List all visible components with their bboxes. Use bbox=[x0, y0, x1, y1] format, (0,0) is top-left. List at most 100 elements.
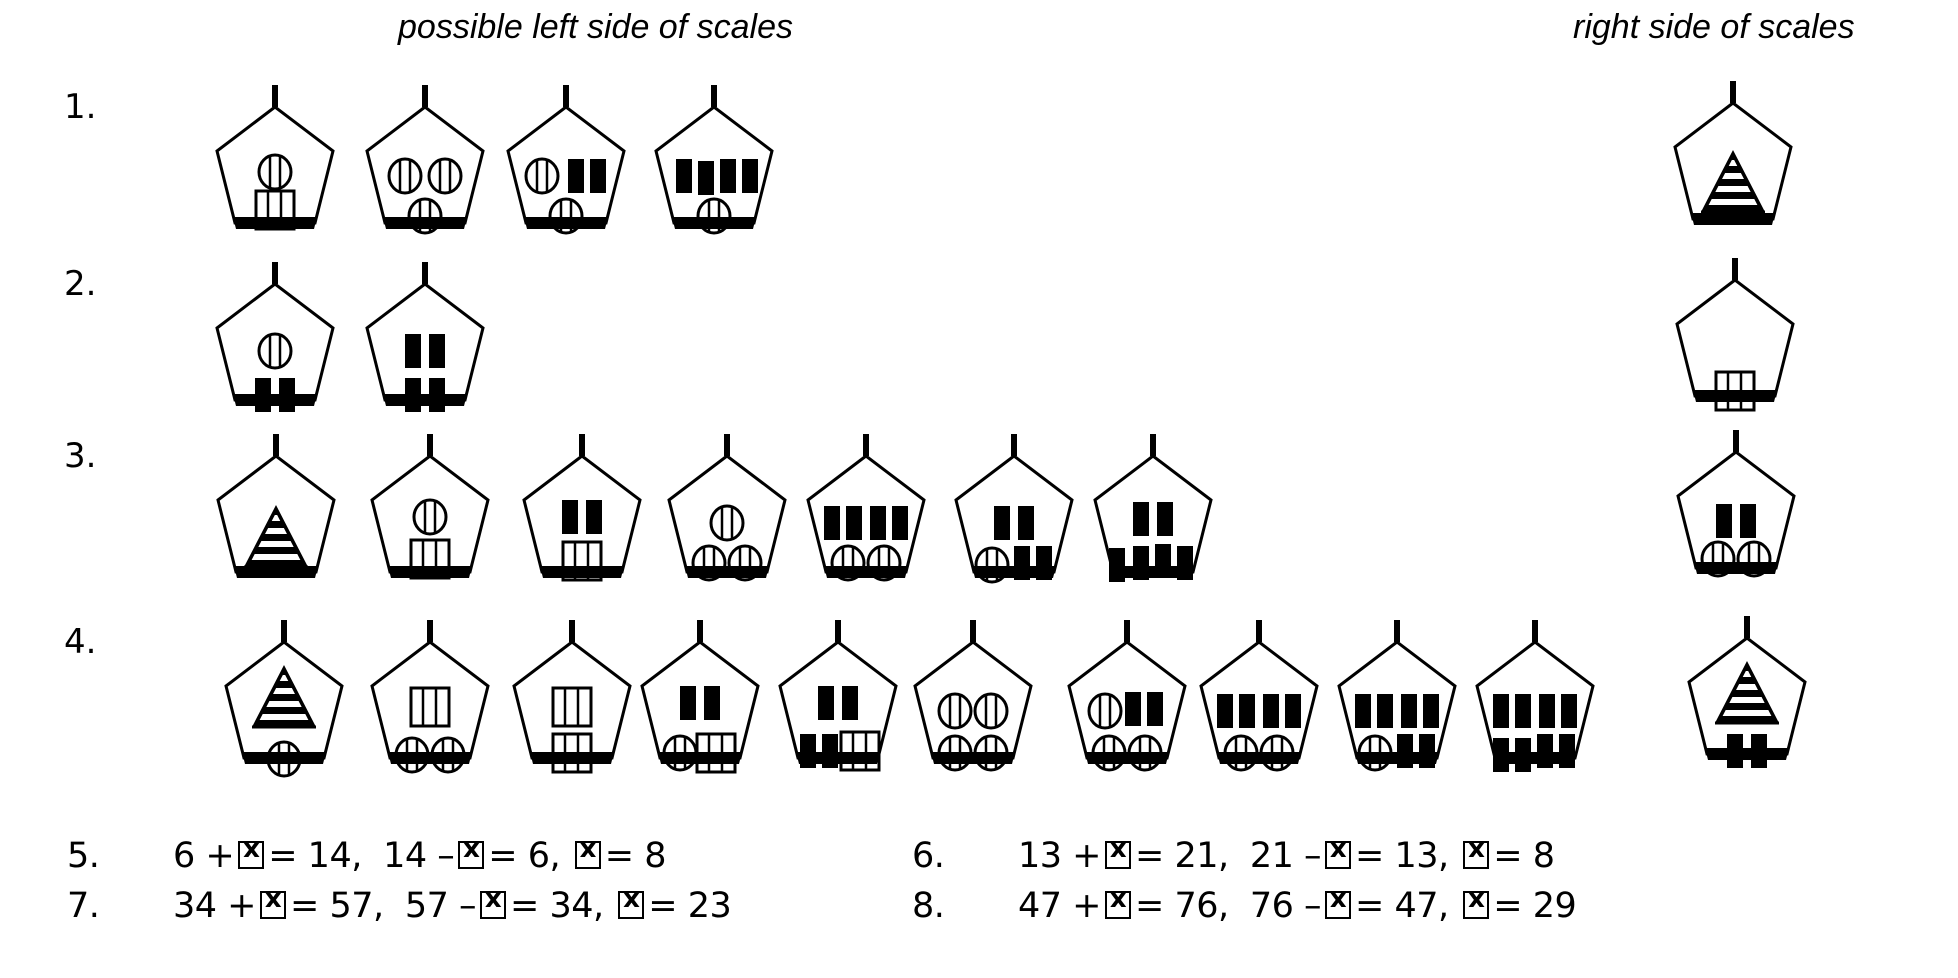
pan-base bbox=[1693, 390, 1777, 402]
bar-weight-icon bbox=[1716, 504, 1732, 538]
equation-text: = 47, bbox=[1355, 886, 1449, 926]
pan-base bbox=[388, 566, 472, 578]
spacer bbox=[1449, 836, 1460, 876]
bar-weight-icon bbox=[676, 159, 692, 193]
pan-base bbox=[672, 217, 756, 229]
right-side-heading: right side of scales bbox=[1573, 8, 1855, 46]
bar-weight-icon bbox=[568, 159, 584, 193]
pan-base bbox=[1355, 752, 1439, 764]
hook bbox=[1733, 430, 1739, 452]
circle-weight-icon bbox=[427, 157, 463, 195]
equation-text: 6 + bbox=[173, 836, 235, 876]
equation-text: 34 + bbox=[173, 886, 257, 926]
equation-text: = 29 bbox=[1493, 886, 1577, 926]
left-scale-pan bbox=[213, 262, 337, 412]
bar-weight-icon bbox=[680, 686, 696, 720]
bar-weight-icon bbox=[1377, 694, 1393, 728]
circle-weight-icon bbox=[387, 157, 423, 195]
bar-weight-icon bbox=[1493, 694, 1509, 728]
right-scale-pan bbox=[1671, 81, 1795, 231]
bar-weight-icon bbox=[824, 506, 840, 540]
hook bbox=[1256, 620, 1262, 642]
unknown-box-icon bbox=[618, 884, 645, 919]
unknown-box-icon bbox=[1463, 884, 1490, 919]
equation-text: 13 + bbox=[1018, 836, 1102, 876]
bar-weight-icon bbox=[870, 506, 886, 540]
bar-weight-icon bbox=[1239, 694, 1255, 728]
pan-base bbox=[383, 217, 467, 229]
equation-text: = 23 bbox=[648, 886, 732, 926]
hook bbox=[427, 620, 433, 642]
unknown-box-icon bbox=[480, 884, 507, 919]
equation-text: = 76, 76 – bbox=[1135, 886, 1322, 926]
pan-base bbox=[530, 752, 614, 764]
spacer bbox=[560, 836, 571, 876]
left-scale-pan bbox=[652, 85, 776, 235]
bar-weight-icon bbox=[1355, 694, 1371, 728]
right-scale-pan bbox=[1674, 430, 1798, 580]
left-scale-pan bbox=[911, 620, 1035, 772]
left-side-heading: possible left side of scales bbox=[398, 8, 793, 46]
problem-number: 4. bbox=[64, 622, 97, 662]
pan-outline bbox=[1676, 450, 1796, 570]
spacer bbox=[1449, 886, 1460, 926]
equation-line: 5.6 += 14, 14 –= 6, = 8 bbox=[67, 834, 667, 876]
hook bbox=[422, 85, 428, 107]
hook bbox=[724, 434, 730, 456]
bar-weight-icon bbox=[1125, 692, 1141, 726]
equation-text: = 21, 21 – bbox=[1135, 836, 1322, 876]
hook bbox=[569, 620, 575, 642]
pan-base bbox=[1694, 562, 1778, 574]
right-scale-pan bbox=[1685, 616, 1809, 768]
left-scale-pan bbox=[363, 85, 487, 235]
bar-weight-icon bbox=[1147, 692, 1163, 726]
equation-text: 47 + bbox=[1018, 886, 1102, 926]
pan-base bbox=[388, 752, 472, 764]
bar-weight-icon bbox=[1133, 502, 1149, 536]
pan-base bbox=[233, 394, 317, 406]
unknown-box-icon bbox=[574, 834, 601, 869]
equation-line: 7.34 += 57, 57 –= 34, = 23 bbox=[67, 884, 732, 926]
bar-weight-icon bbox=[698, 161, 714, 195]
bar-weight-icon bbox=[842, 686, 858, 720]
left-scale-pan bbox=[213, 85, 337, 235]
rect-weight-icon bbox=[551, 686, 593, 728]
problem-number: 3. bbox=[64, 436, 97, 476]
left-scale-pan bbox=[804, 434, 928, 584]
bar-weight-icon bbox=[1157, 502, 1173, 536]
hook bbox=[563, 85, 569, 107]
bar-weight-icon bbox=[818, 686, 834, 720]
circle-weight-icon bbox=[973, 692, 1009, 730]
hook bbox=[863, 434, 869, 456]
circle-weight-icon bbox=[257, 153, 293, 191]
problem-number: 5. bbox=[67, 836, 100, 876]
right-scale-pan bbox=[1673, 258, 1797, 412]
left-scale-pan bbox=[504, 85, 628, 235]
equation-text: = 6, bbox=[488, 836, 561, 876]
problem-number: 2. bbox=[64, 264, 97, 304]
pan-base bbox=[658, 752, 742, 764]
equation-line: 6.13 += 21, 21 –= 13, = 8 bbox=[912, 834, 1555, 876]
circle-weight-icon bbox=[937, 692, 973, 730]
hook bbox=[273, 434, 279, 456]
hook bbox=[427, 434, 433, 456]
circle-weight-icon bbox=[524, 157, 560, 195]
hook bbox=[835, 620, 841, 642]
left-scale-pan bbox=[1473, 620, 1597, 772]
hook bbox=[272, 85, 278, 107]
problem-number: 7. bbox=[67, 886, 100, 926]
unknown-box-icon bbox=[260, 884, 286, 919]
pan-base bbox=[824, 566, 908, 578]
left-scale-pan bbox=[1335, 620, 1459, 772]
unknown-box-icon bbox=[1463, 834, 1490, 869]
bar-weight-icon bbox=[1018, 506, 1034, 540]
bar-weight-icon bbox=[586, 500, 602, 534]
rect-weight-icon bbox=[409, 686, 451, 728]
unknown-box-icon bbox=[1325, 884, 1352, 919]
left-scale-pan bbox=[665, 434, 789, 584]
equation-text: = 34, bbox=[510, 886, 604, 926]
bar-weight-icon bbox=[1401, 694, 1417, 728]
equation-text: = 14, 14 – bbox=[268, 836, 455, 876]
left-scale-pan bbox=[368, 434, 492, 584]
pan-base bbox=[1085, 752, 1169, 764]
